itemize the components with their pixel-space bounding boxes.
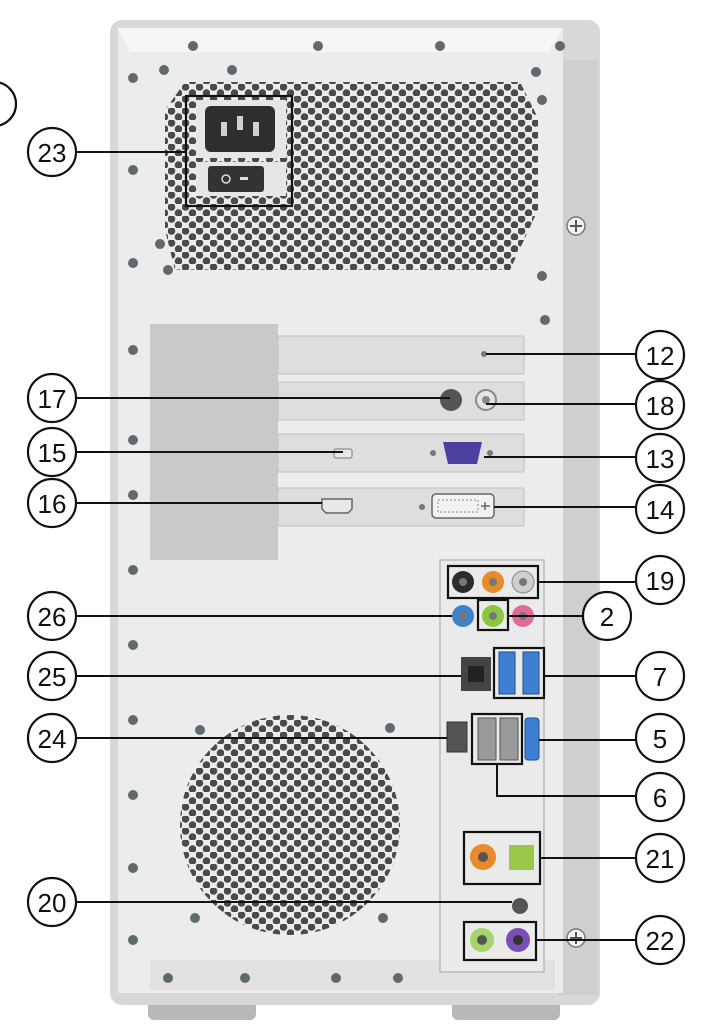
callout-18: 18 [634,379,686,431]
callout-2-label: 2 [600,602,614,632]
callout-13: 13 [634,432,686,484]
expansion-slots [150,324,525,560]
rca-video-port [475,389,497,411]
callout-12: 12 [634,329,686,381]
firewire-port [446,721,468,753]
vga-port [430,442,493,464]
power-socket-icon [196,100,286,158]
callout-7-label: 7 [653,662,667,692]
power-switch-icon [196,162,286,196]
callout-19-label: 19 [646,566,675,596]
usb2-ports [470,712,524,766]
callout-21: 21 [634,832,686,884]
callout-25: 25 [26,650,78,702]
callout-2: 2 [581,590,633,642]
callout-22-label: 22 [646,926,675,956]
ps2-ports [462,920,538,962]
callout-19: 19 [634,554,686,606]
callout-17: 17 [26,372,78,424]
usb3-ports [492,646,546,700]
callout-24-label: 24 [38,724,67,754]
callout-24: 24 [26,712,78,764]
dvi-port [419,493,495,519]
callout-partial-offpage [0,81,18,127]
callout-7: 7 [634,650,686,702]
thumb-screw-icon [566,216,586,948]
callout-22: 22 [634,914,686,966]
callout-17-label: 17 [38,384,67,414]
callout-5: 5 [634,712,686,764]
callout-12-label: 12 [646,341,675,371]
callout-26: 26 [26,590,78,642]
callout-16-label: 16 [38,489,67,519]
fan-grille [180,715,400,935]
callout-20-label: 20 [38,888,67,918]
ps2-mini-din-port [440,389,462,411]
hdmi-port [321,498,353,514]
audio-jacks [446,564,540,632]
case-screws [128,41,565,983]
callout-6-label: 6 [653,783,667,813]
callout-13-label: 13 [646,444,675,474]
leader-lines [76,151,638,941]
callout-5-label: 5 [653,724,667,754]
callout-25-label: 25 [38,662,67,692]
callout-14-label: 14 [646,495,675,525]
callout-14: 14 [634,483,686,535]
callout-23: 23 [26,126,78,178]
callout-26-label: 26 [38,602,67,632]
ethernet-port [461,657,491,691]
callout-23-label: 23 [38,138,67,168]
mini-hdmi-port [333,448,353,459]
callout-15: 15 [26,426,78,478]
esata-port [524,717,540,761]
callout-20: 20 [26,876,78,928]
spdif-ports [462,830,542,886]
callout-6: 6 [634,771,686,823]
callout-18-label: 18 [646,391,675,421]
clear-cmos-button [512,898,528,914]
callout-16: 16 [26,477,78,529]
callout-21-label: 21 [646,844,675,874]
callout-15-label: 15 [38,438,67,468]
